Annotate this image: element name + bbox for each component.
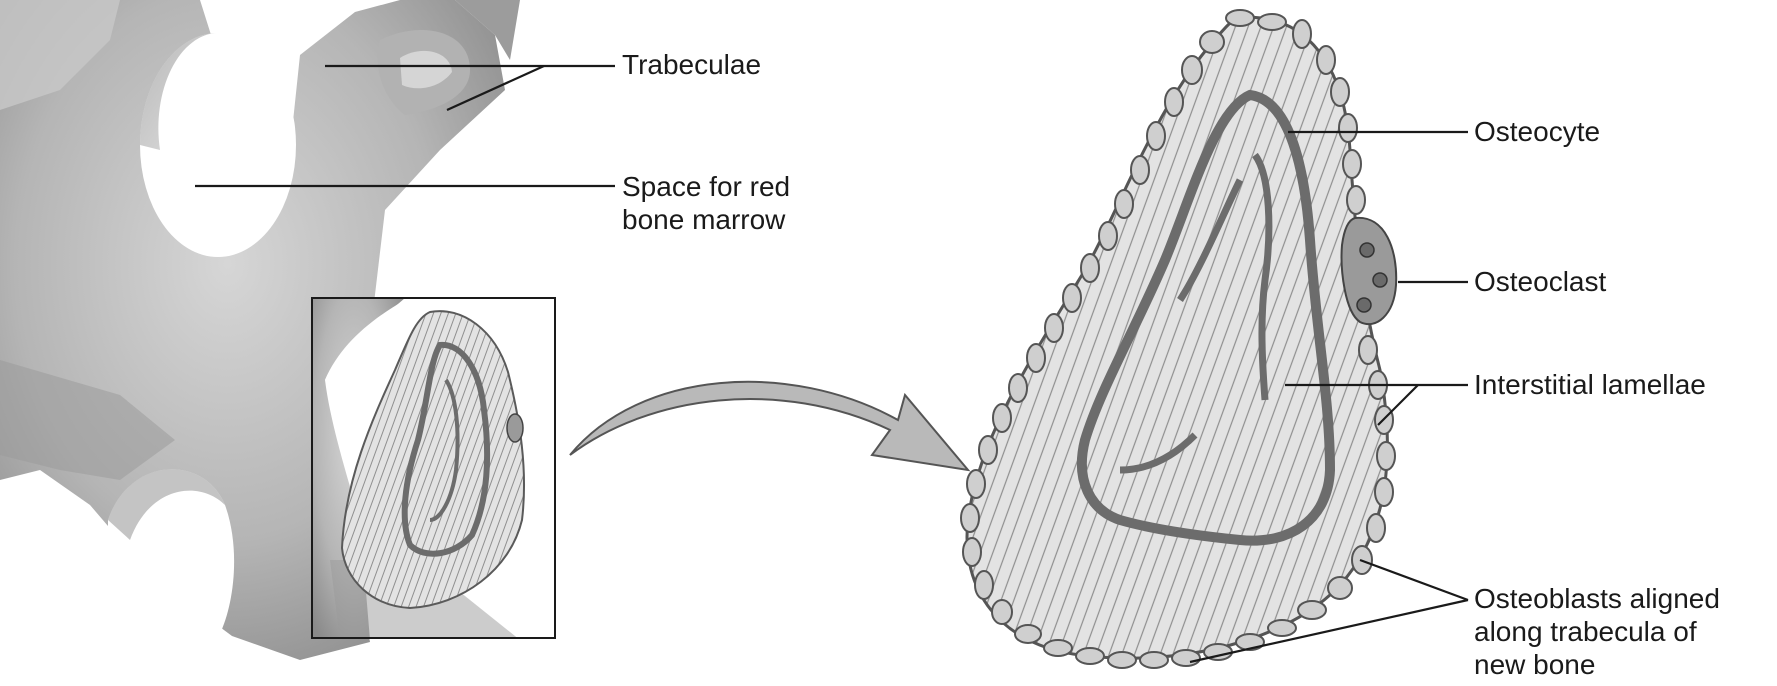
label-osteoblasts: Osteoblasts aligned along trabecula of n… (1474, 582, 1720, 681)
marrow-space-upper (140, 33, 296, 257)
marrow-space-lower (108, 469, 234, 661)
zoom-arrow (570, 382, 968, 470)
label-interstitial-lamellae: Interstitial lamellae (1474, 368, 1706, 401)
osteoclast-cell (1342, 218, 1397, 324)
inset-box (312, 298, 555, 640)
label-osteoclast: Osteoclast (1474, 265, 1606, 298)
label-trabeculae: Trabeculae (622, 48, 761, 81)
label-red-marrow-space: Space for red bone marrow (622, 170, 790, 236)
label-osteocyte: Osteocyte (1474, 115, 1600, 148)
enlarged-trabecula (961, 10, 1396, 668)
